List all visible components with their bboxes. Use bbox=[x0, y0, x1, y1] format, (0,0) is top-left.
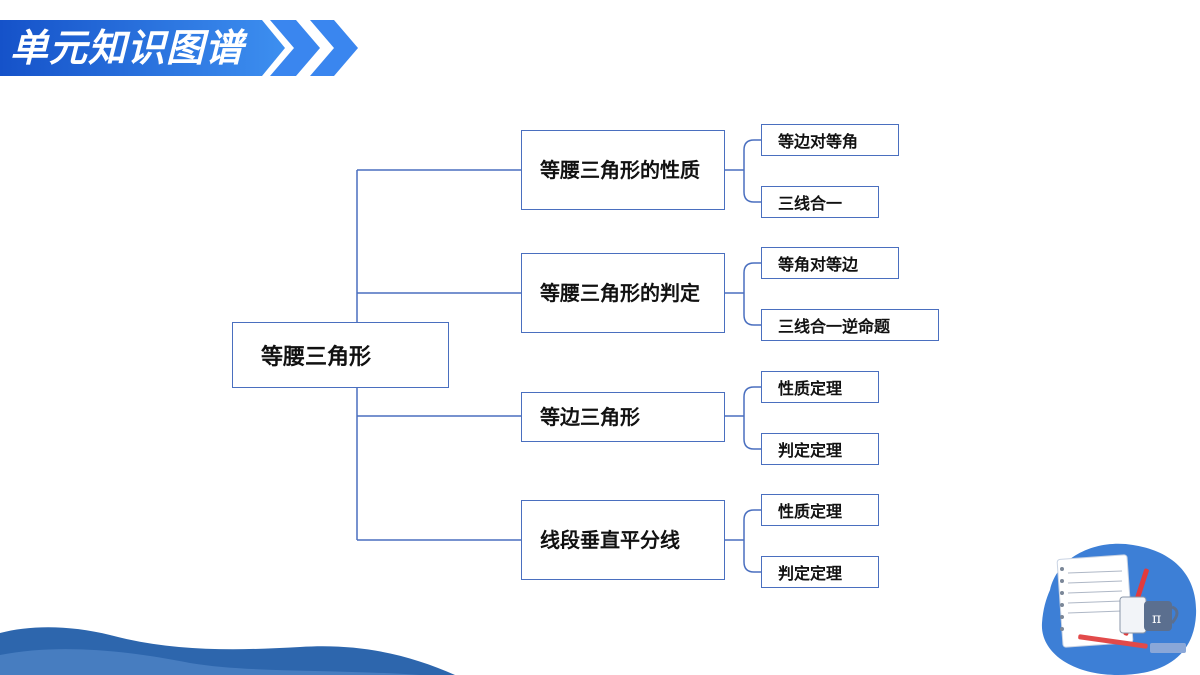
root-label: 等腰三角形 bbox=[261, 345, 372, 370]
leaf-label: 性质定理 bbox=[778, 379, 843, 398]
leaf-node: 三线合一逆命题 bbox=[761, 309, 939, 341]
wave-decoration bbox=[0, 627, 455, 675]
leaf-node: 性质定理 bbox=[761, 494, 879, 526]
banner-chevron bbox=[270, 20, 320, 76]
leaf-label: 判定定理 bbox=[778, 564, 843, 583]
math-illustration-icon: π bbox=[1041, 543, 1197, 675]
branch-node: 线段垂直平分线 bbox=[521, 500, 725, 580]
leaf-label: 等边对等角 bbox=[778, 132, 859, 151]
header-banner bbox=[0, 20, 358, 76]
page-title: 单元知识图谱 bbox=[10, 26, 245, 70]
branch-node: 等边三角形 bbox=[521, 392, 725, 442]
branch-label: 等边三角形 bbox=[540, 405, 640, 429]
leaf-node: 等角对等边 bbox=[761, 247, 899, 279]
leaf-label: 三线合一 bbox=[778, 194, 843, 213]
leaf-node: 等边对等角 bbox=[761, 124, 899, 156]
branch-label: 等腰三角形的判定 bbox=[540, 281, 700, 305]
pi-symbol: π bbox=[1152, 611, 1161, 627]
leaf-node: 性质定理 bbox=[761, 371, 879, 403]
leaf-label: 判定定理 bbox=[778, 441, 843, 460]
mindmap-root: 等腰三角形 bbox=[232, 322, 449, 388]
leaf-label: 三线合一逆命题 bbox=[778, 317, 891, 336]
banner-chevron bbox=[310, 20, 358, 76]
leaf-label: 等角对等边 bbox=[778, 255, 859, 274]
leaf-node: 判定定理 bbox=[761, 433, 879, 465]
branch-label: 线段垂直平分线 bbox=[540, 528, 680, 552]
branch-node: 等腰三角形的判定 bbox=[521, 253, 725, 333]
leaf-label: 性质定理 bbox=[778, 502, 843, 521]
branch-label: 等腰三角形的性质 bbox=[540, 158, 700, 182]
leaf-node: 判定定理 bbox=[761, 556, 879, 588]
leaf-node: 三线合一 bbox=[761, 186, 879, 218]
branch-node: 等腰三角形的性质 bbox=[521, 130, 725, 210]
